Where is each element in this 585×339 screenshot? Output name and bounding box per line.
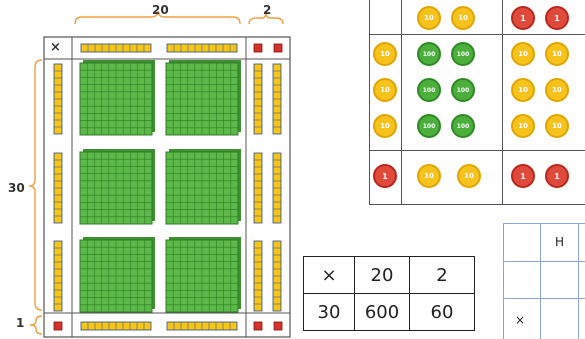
place-value-grid: H × [503, 223, 585, 339]
side-brace-ones [30, 316, 42, 334]
counter-header-ten-1: 10 [417, 6, 441, 30]
counter-grid-vline-1 [401, 0, 402, 205]
counter-grid-hline-2 [369, 150, 585, 151]
counter-grid: 10 10 1 1 10 10 10 1 100 100 10 10 100 1… [369, 0, 585, 206]
counter-cell-1-4: 10 [545, 42, 569, 66]
pv-multiply-symbol: × [515, 313, 525, 327]
counter-header-one-2: 1 [545, 6, 569, 30]
counter-rowhead-4: 1 [373, 164, 397, 188]
counter-rowhead-1: 10 [373, 42, 397, 66]
top-brace-label-tens: 20 [152, 3, 169, 17]
counter-cell-4-1: 10 [417, 164, 441, 188]
multiplication-row-30: 30 600 60 [304, 294, 475, 331]
side-brace-label-ones: 1 [16, 316, 24, 330]
multiplication-cell-60: 60 [410, 294, 475, 331]
multiplication-header-20: 20 [355, 257, 410, 294]
multiplication-corner-cell: × [304, 257, 355, 294]
counter-cell-4-4: 1 [545, 164, 569, 188]
pv-hline-1 [503, 223, 585, 224]
counter-cell-2-2: 100 [451, 78, 475, 102]
counter-cell-1-2: 100 [451, 42, 475, 66]
unit-cube-5 [274, 322, 282, 330]
counter-rowhead-3: 10 [373, 114, 397, 138]
pv-hline-2 [503, 261, 585, 262]
side-brace-label-tens: 30 [8, 181, 25, 195]
multiplication-table: × 20 2 30 600 60 [303, 256, 475, 331]
counter-cell-4-3: 1 [511, 164, 535, 188]
counter-grid-vline-2 [502, 0, 503, 205]
counter-cell-3-2: 100 [451, 114, 475, 138]
corner-multiply-symbol: × [50, 40, 61, 55]
pv-vline-1 [503, 223, 504, 339]
counter-cell-3-1: 100 [417, 114, 441, 138]
counter-cell-4-2: 10 [457, 164, 481, 188]
counter-cell-2-4: 10 [545, 78, 569, 102]
counter-cell-2-3: 10 [511, 78, 535, 102]
counter-cell-1-1: 100 [417, 42, 441, 66]
pv-hline-3 [503, 298, 585, 299]
counter-header-one-1: 1 [511, 6, 535, 30]
unit-cube-2 [274, 44, 282, 52]
pv-vline-3 [578, 223, 579, 339]
top-brace-label-ones: 2 [263, 3, 271, 17]
multiplication-cell-600: 600 [355, 294, 410, 331]
counter-cell-3-4: 10 [545, 114, 569, 138]
multiplication-header-2: 2 [410, 257, 475, 294]
multiplication-header-row: × 20 2 [304, 257, 475, 294]
pv-vline-2 [540, 223, 541, 339]
multiplication-row-header-30: 30 [304, 294, 355, 331]
unit-cube-3 [54, 322, 62, 330]
pv-header-hundreds: H [555, 235, 564, 249]
unit-cube-4 [254, 322, 262, 330]
counter-cell-2-1: 100 [417, 78, 441, 102]
side-brace-tens [29, 60, 42, 310]
counter-cell-3-3: 10 [511, 114, 535, 138]
counter-cell-1-3: 10 [511, 42, 535, 66]
counter-rowhead-2: 10 [373, 78, 397, 102]
counter-grid-hline-1 [369, 34, 585, 35]
counter-header-ten-2: 10 [451, 6, 475, 30]
unit-cube-1 [254, 44, 262, 52]
